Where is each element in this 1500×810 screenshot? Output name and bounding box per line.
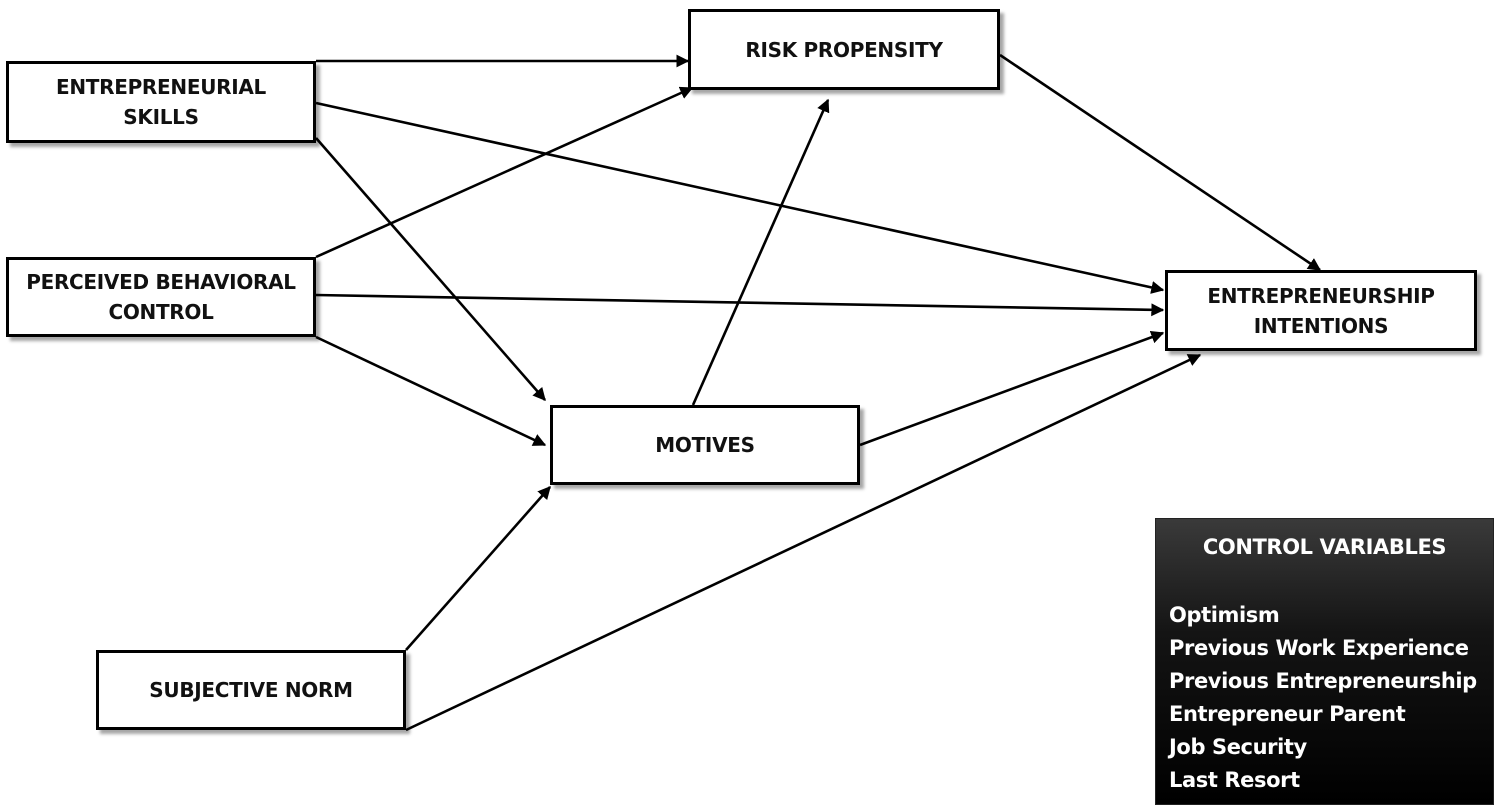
motives-box: MOTIVES bbox=[550, 405, 860, 485]
entrepreneurship-intentions-label: ENTREPRENEURSHIP INTENTIONS bbox=[1207, 283, 1435, 338]
arrow-entrepreneurial-skills-to-entrepreneurship-intentions bbox=[315, 101, 1165, 294]
arrow-motives-to-risk-propensity bbox=[691, 98, 830, 406]
arrow-perceived-behavioral-control-to-motives bbox=[315, 335, 547, 447]
subjective-norm-label: SUBJECTIVE NORM bbox=[149, 678, 353, 702]
control-variable-item: Entrepreneur Parent bbox=[1169, 702, 1406, 726]
motives-label: MOTIVES bbox=[655, 433, 755, 457]
control-variable-item: Previous Work Experience bbox=[1169, 636, 1469, 660]
entrepreneurship-intentions-box: ENTREPRENEURSHIP INTENTIONS bbox=[1165, 270, 1477, 351]
arrow-perceived-behavioral-control-to-risk-propensity bbox=[315, 86, 694, 259]
arrow-subjective-norm-to-entrepreneurship-intentions bbox=[405, 353, 1202, 732]
arrow-motives-to-entrepreneurship-intentions bbox=[859, 330, 1165, 447]
perceived-behavioral-control-box: PERCEIVED BEHAVIORAL CONTROL bbox=[6, 257, 316, 337]
control-variable-item: Previous Entrepreneurship bbox=[1169, 669, 1477, 693]
perceived-behavioral-control-label: PERCEIVED BEHAVIORAL CONTROL bbox=[26, 270, 296, 324]
arrow-risk-propensity-to-entrepreneurship-intentions bbox=[999, 53, 1322, 272]
control-variable-item: Optimism bbox=[1169, 603, 1280, 627]
entrepreneurial-skills-box: ENTREPRENEURIAL SKILLS bbox=[6, 61, 316, 143]
control-variables-title: CONTROL VARIABLES bbox=[1202, 535, 1447, 559]
arrow-subjective-norm-to-motives bbox=[405, 486, 551, 651]
arrow-entrepreneurial-skills-to-motives bbox=[315, 137, 546, 401]
control-variables-list: Optimism Previous Work Experience Previo… bbox=[1169, 599, 1477, 797]
risk-propensity-label: RISK PROPENSITY bbox=[745, 37, 943, 62]
control-variable-item: Last Resort bbox=[1169, 768, 1300, 792]
subjective-norm-box: SUBJECTIVE NORM bbox=[96, 650, 406, 730]
entrepreneurial-skills-label: ENTREPRENEURIAL SKILLS bbox=[55, 75, 267, 129]
control-variable-item: Job Security bbox=[1169, 735, 1307, 759]
control-variables-panel: CONTROL VARIABLES Optimism Previous Work… bbox=[1155, 518, 1494, 805]
risk-propensity-box: RISK PROPENSITY bbox=[688, 9, 1000, 90]
